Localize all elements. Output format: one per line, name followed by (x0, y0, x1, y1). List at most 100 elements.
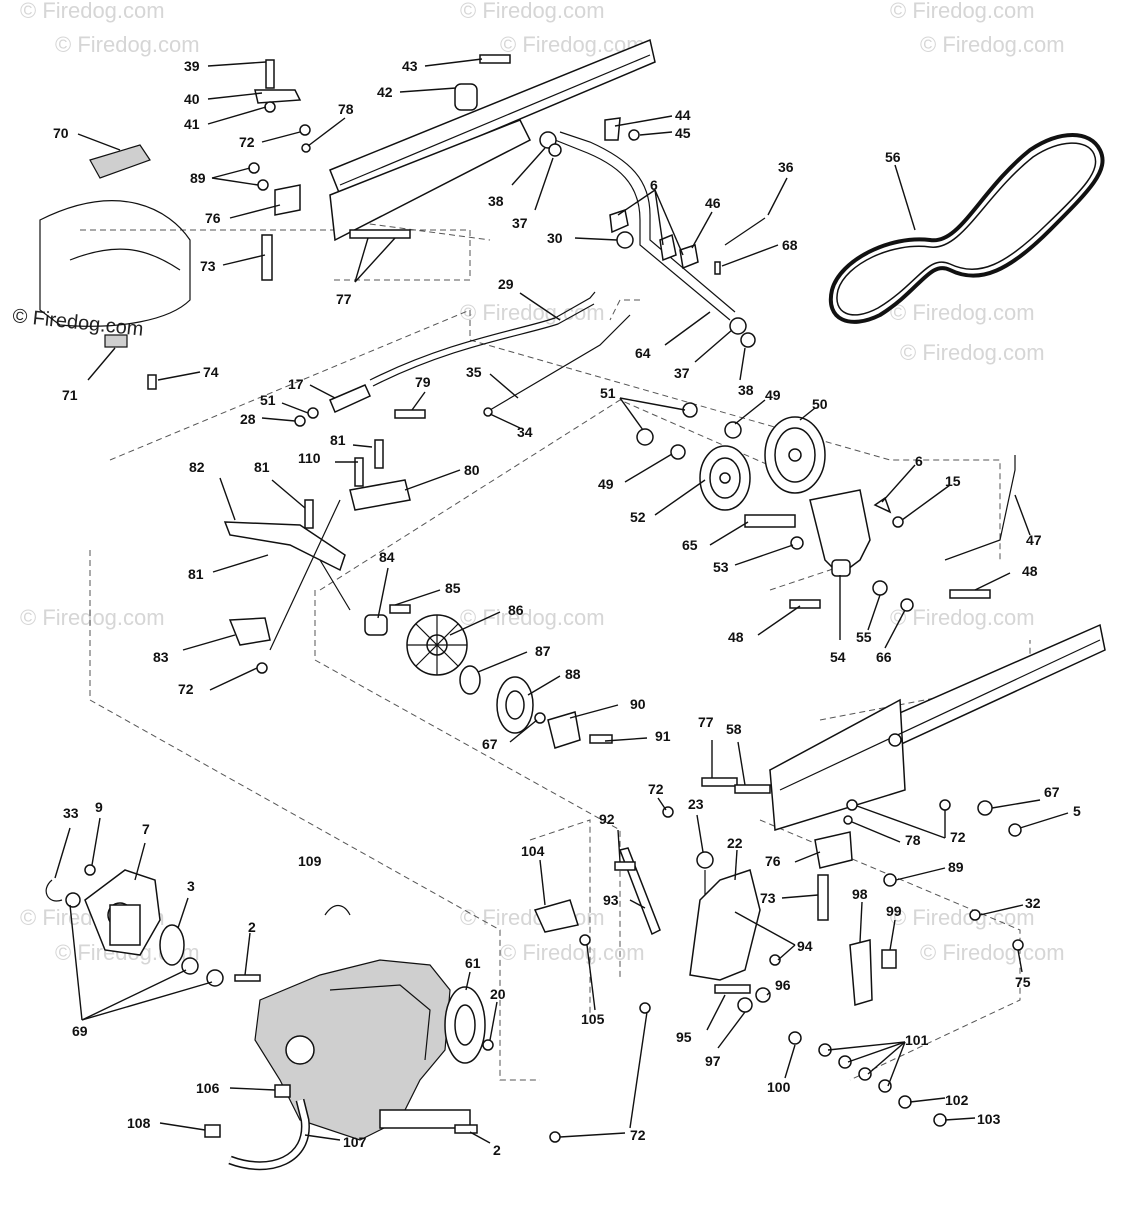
washer-69c (206, 969, 224, 987)
callout-90: 90 (630, 696, 646, 712)
fitting-108 (204, 1124, 221, 1138)
washer-15 (892, 516, 904, 528)
key-2 (234, 974, 261, 982)
bracket-104 (533, 899, 579, 933)
callout-35: 35 (466, 364, 482, 380)
watermark: © Firedog.com (20, 605, 165, 630)
callout-71: 71 (62, 387, 78, 403)
spring-95 (714, 984, 751, 994)
callout-29: 29 (498, 276, 514, 292)
spring-17 (329, 384, 371, 414)
callout-54: 54 (830, 649, 846, 665)
clip-33 (45, 879, 63, 902)
pulley-88 (496, 676, 534, 734)
callout-72c: 72 (950, 829, 966, 845)
bracket-44 (604, 117, 621, 141)
washer-49b (670, 444, 686, 460)
washer-101c (858, 1067, 872, 1081)
bolt-77b (701, 777, 738, 787)
lever-82 (223, 439, 411, 651)
fitting-106 (274, 1084, 291, 1098)
fan-86 (406, 614, 468, 676)
bolt-58 (734, 784, 771, 794)
callout-48b: 48 (728, 629, 744, 645)
callout-7: 7 (142, 821, 150, 837)
frame-rail-lower (769, 623, 1106, 831)
fender (39, 200, 191, 327)
plate-90 (547, 711, 581, 749)
callout-66: 66 (876, 649, 892, 665)
watermark: © Firedog.com (460, 905, 605, 930)
bolt-9 (84, 864, 96, 876)
nut-32 (969, 909, 981, 921)
callout-50: 50 (812, 396, 828, 412)
pulley-50 (764, 416, 826, 494)
callout-105: 105 (581, 1011, 605, 1027)
watermark: © Firedog.com (460, 300, 605, 325)
washer-100 (788, 1031, 802, 1045)
bolt-79 (394, 409, 426, 419)
watermark: © Firedog.com (890, 905, 1035, 930)
washer-78b (843, 815, 853, 825)
washer-53 (790, 536, 804, 550)
callout-49: 49 (765, 387, 781, 403)
nut-72b (256, 662, 268, 674)
callout-94: 94 (797, 938, 813, 954)
callout-104: 104 (521, 843, 545, 859)
spacer-55b (872, 580, 888, 596)
callout-67: 67 (482, 736, 498, 752)
callout-41: 41 (184, 116, 200, 132)
callout-20: 20 (490, 986, 506, 1002)
callout-100: 100 (767, 1079, 791, 1095)
washer-101b (838, 1055, 852, 1069)
bolt-39 (265, 59, 275, 89)
nut-5 (1008, 823, 1022, 837)
nut-72 (299, 124, 311, 136)
callout-95: 95 (676, 1029, 692, 1045)
nut-51c (636, 428, 654, 446)
callout-85: 85 (445, 580, 461, 596)
washer-67b (977, 800, 993, 816)
callout-37b: 37 (674, 365, 690, 381)
nut-51 (307, 407, 319, 419)
bracket-76b (814, 831, 853, 869)
callout-77: 77 (336, 291, 352, 307)
brake-shaft (539, 131, 736, 321)
callout-77b: 77 (698, 714, 714, 730)
callout-55: 55 (856, 629, 872, 645)
bolt-91 (589, 734, 613, 744)
bracket-83 (228, 617, 271, 646)
washer-101d (878, 1079, 892, 1093)
callout-37: 37 (512, 215, 528, 231)
hub-87 (459, 665, 481, 695)
watermark: © Firedog.com (890, 0, 1035, 23)
callout-75: 75 (1015, 974, 1031, 990)
pulley-61 (444, 986, 486, 1064)
washer-49 (724, 421, 742, 439)
pedal-22 (689, 869, 761, 981)
callout-48: 48 (1022, 563, 1038, 579)
callout-103: 103 (977, 1111, 1001, 1127)
callout-81b: 81 (254, 459, 270, 475)
pin-94 (769, 954, 781, 966)
callout-23: 23 (688, 796, 704, 812)
key-2b (454, 1124, 478, 1134)
nut-72f (549, 1131, 561, 1143)
washer-97 (737, 997, 753, 1013)
spacer-42 (454, 83, 478, 111)
callout-74: 74 (203, 364, 219, 380)
nut-45 (628, 129, 640, 141)
link-93 (618, 847, 661, 936)
washer-89 (248, 162, 260, 174)
bearing-84 (364, 614, 388, 636)
callout-43: 43 (402, 58, 418, 74)
callout-99: 99 (886, 903, 902, 919)
rod-29b (372, 303, 595, 387)
bracket-40 (254, 89, 302, 104)
callout-91: 91 (655, 728, 671, 744)
washer-69b (181, 957, 199, 975)
callout-79: 79 (415, 374, 431, 390)
rod-47 (944, 455, 1016, 561)
callout-40: 40 (184, 91, 200, 107)
